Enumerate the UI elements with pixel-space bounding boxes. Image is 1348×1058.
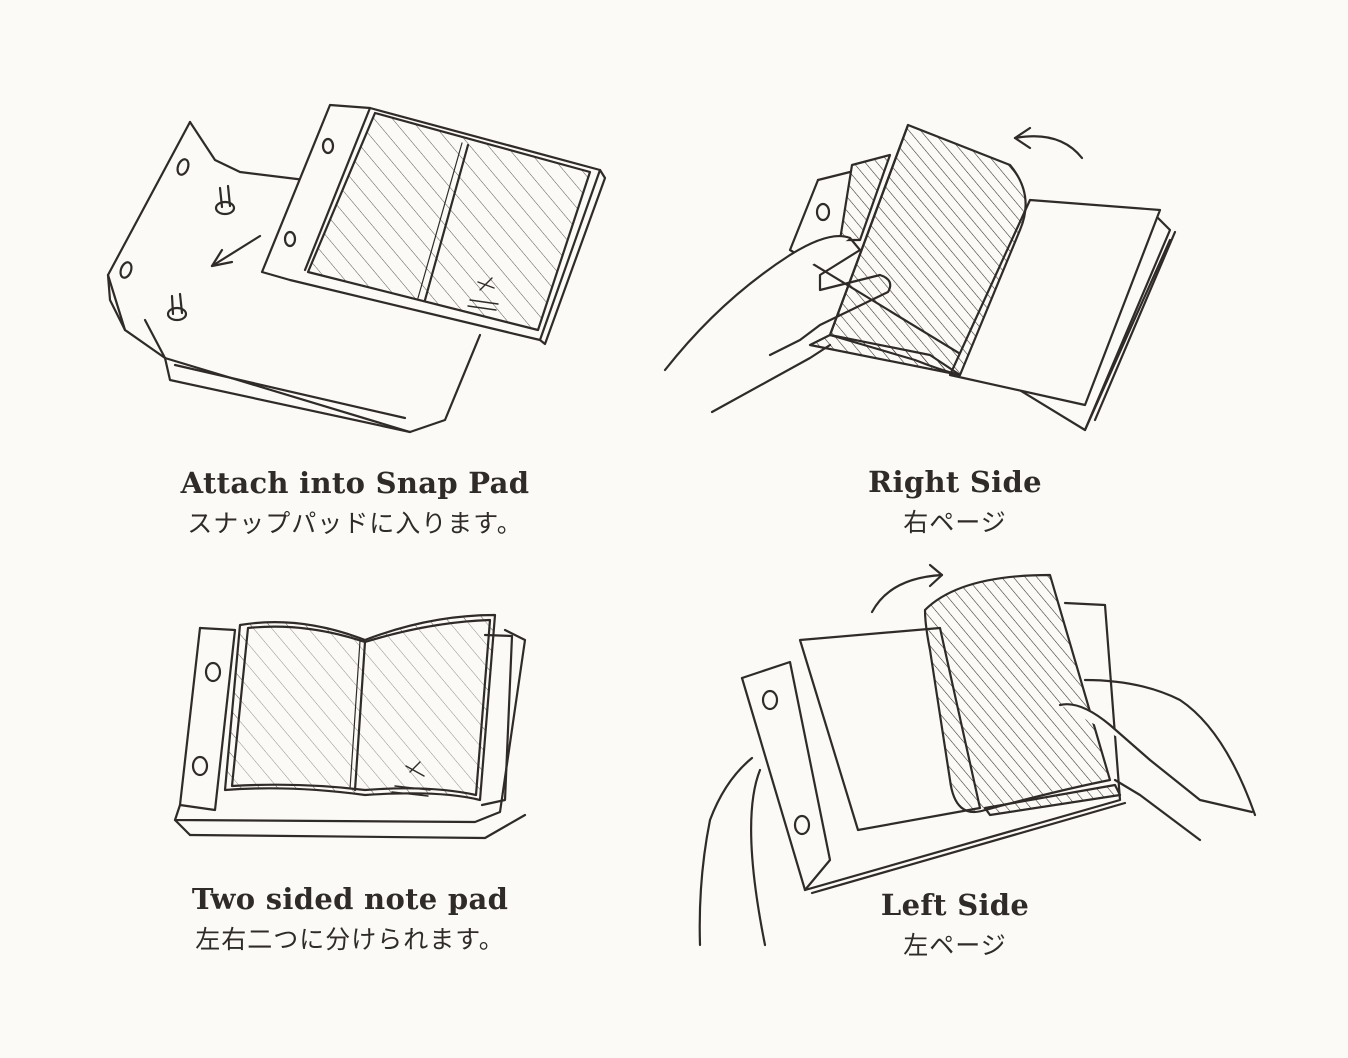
caption-left-side: Left Side 左ページ <box>755 884 1155 964</box>
caption-right-side-jp: 右ページ <box>903 508 1007 538</box>
caption-attach: Attach into Snap Pad スナップパッドに入ります。 <box>150 462 560 542</box>
caption-two-sided-jp: 左右二つに分けられます。 <box>195 925 505 955</box>
caption-attach-en: Attach into Snap Pad <box>180 466 530 500</box>
caption-left-side-en: Left Side <box>880 888 1030 922</box>
caption-two-sided-en: Two sided note pad <box>191 882 509 916</box>
caption-attach-jp: スナップパッドに入ります。 <box>187 509 523 539</box>
attach-illustration <box>106 103 607 434</box>
two-sided-illustration <box>173 613 527 840</box>
left-side-illustration <box>698 563 1257 947</box>
caption-right-side: Right Side 右ページ <box>755 461 1155 541</box>
right-side-illustration <box>663 123 1177 432</box>
caption-right-side-en: Right Side <box>868 465 1042 499</box>
caption-two-sided: Two sided note pad 左右二つに分けられます。 <box>150 878 550 958</box>
caption-left-side-jp: 左ページ <box>903 931 1007 961</box>
